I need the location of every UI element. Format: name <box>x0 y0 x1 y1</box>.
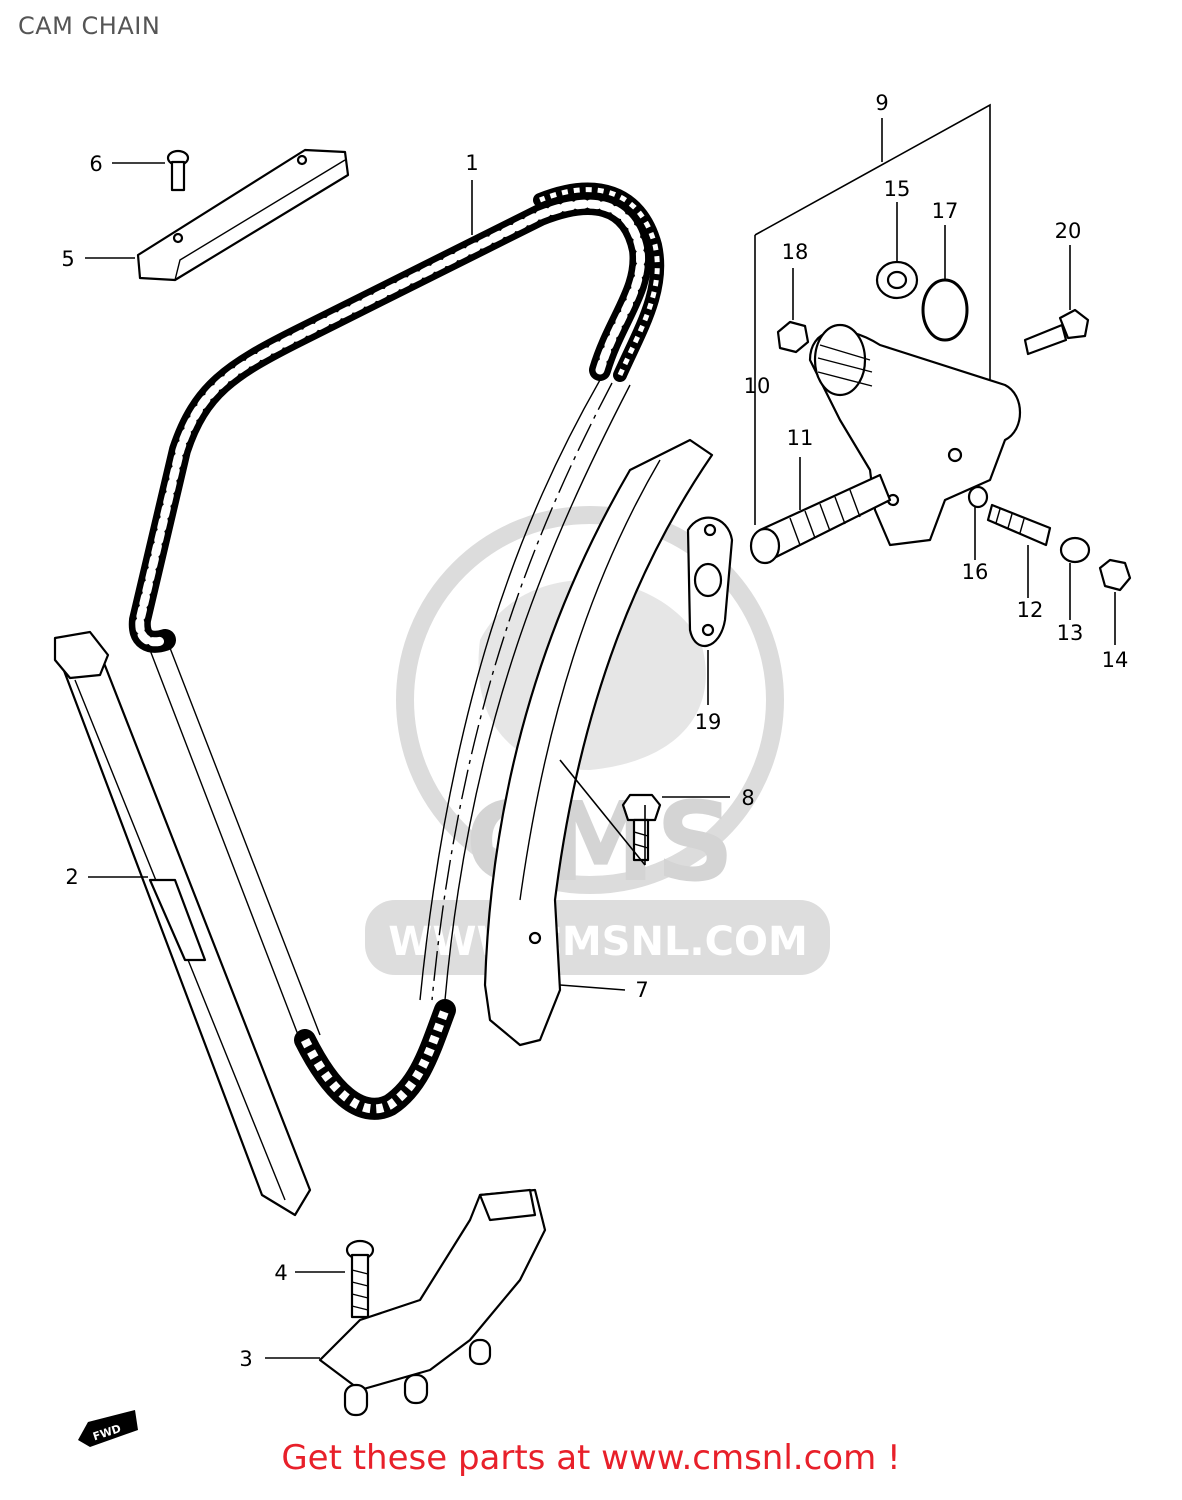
top-guide-screw <box>166 149 190 192</box>
lower-guide-screw <box>345 1239 375 1319</box>
tensioner-guide-bolt <box>621 793 662 862</box>
callout-8: 8 <box>741 786 754 810</box>
callout-3: 3 <box>239 1347 252 1371</box>
callout-15: 15 <box>884 177 911 201</box>
callout-11: 11 <box>787 426 814 450</box>
footer-link[interactable]: Get these parts at www.cmsnl.com ! <box>281 1438 901 1478</box>
callouts: 1 2 3 4 5 6 7 8 9 10 11 12 13 14 15 16 1… <box>61 91 1128 1371</box>
gasket-19 <box>686 516 734 648</box>
lower-chain-guide <box>318 1188 547 1417</box>
tensioner-stud <box>986 503 1052 547</box>
callout-12: 12 <box>1017 598 1044 622</box>
callout-20: 20 <box>1055 219 1082 243</box>
callout-1: 1 <box>465 151 478 175</box>
callout-18: 18 <box>782 240 809 264</box>
page-title: CAM CHAIN <box>18 12 161 40</box>
tensioner-spring <box>749 473 892 565</box>
cam-chain <box>128 182 665 1120</box>
front-chain-guide <box>53 630 312 1217</box>
tensioner-body <box>808 323 1021 547</box>
tensioner-guide <box>483 438 714 1047</box>
nut-14 <box>1098 558 1132 592</box>
callout-13: 13 <box>1057 621 1084 645</box>
callout-7: 7 <box>635 978 648 1002</box>
nut-18 <box>776 320 810 354</box>
fwd-arrow-icon: FWD <box>78 1410 138 1447</box>
tensioner-assembly-bracket <box>754 103 991 525</box>
callout-17: 17 <box>932 199 959 223</box>
callout-5: 5 <box>61 247 74 271</box>
callout-14: 14 <box>1102 648 1129 672</box>
callout-10: 10 <box>744 374 771 398</box>
top-chain-guide <box>136 148 350 282</box>
callout-9: 9 <box>875 91 888 115</box>
washer-13 <box>1059 536 1091 564</box>
callout-19: 19 <box>695 710 722 734</box>
bolt-20 <box>1023 308 1090 356</box>
o-ring-17 <box>921 278 969 342</box>
watermark-url: WWW.CMSNL.COM <box>388 919 808 965</box>
leader-lines <box>85 162 1116 1359</box>
o-ring-16 <box>967 485 989 509</box>
callout-2: 2 <box>65 865 78 889</box>
callout-16: 16 <box>962 560 989 584</box>
callout-6: 6 <box>89 152 102 176</box>
callout-4: 4 <box>274 1261 287 1285</box>
oil-seal-15 <box>875 260 919 300</box>
